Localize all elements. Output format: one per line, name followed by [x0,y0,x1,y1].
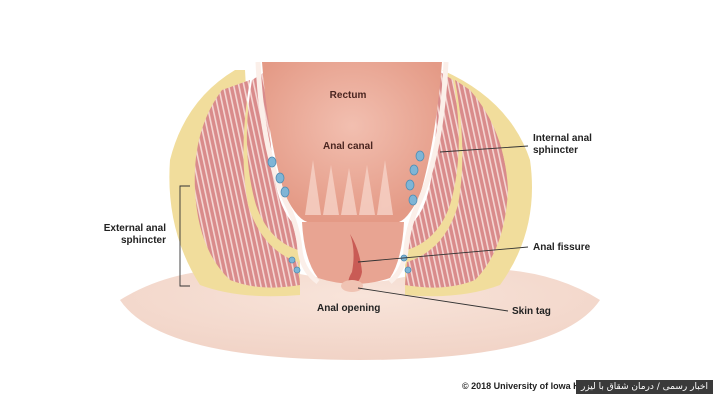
anal-columns [305,160,393,215]
anal-fissure [348,234,362,286]
label-anal-canal: Anal canal [322,141,374,152]
label-external-sphincter: External anal sphincter [103,223,166,246]
right-mucosa-wall [388,61,449,284]
label-anal-opening: Anal opening [317,303,381,314]
left-internal-sphincter [246,70,298,250]
right-external-sphincter [405,80,508,288]
label-internal-sphincter: Internal anal sphincter [533,133,592,156]
rectum-lumen [262,62,442,223]
skin-tag [341,280,363,292]
right-internal-sphincter [407,70,459,250]
label-rectum: Rectum [329,90,367,101]
lower-anal-canal [302,222,404,284]
copyright-notice: © 2018 University of Iowa Health Care [462,381,624,391]
watermark-banner: اخبار رسمی / درمان شقاق با لیزر [575,380,713,394]
label-skin-tag: Skin tag [512,306,551,317]
leader-lines [179,145,529,312]
right-blood-vessels [400,150,425,274]
left-external-sphincter [194,80,300,288]
left-mucosa-wall [255,61,320,284]
label-anal-fissure: Anal fissure [533,242,591,253]
left-blood-vessels [267,156,301,274]
